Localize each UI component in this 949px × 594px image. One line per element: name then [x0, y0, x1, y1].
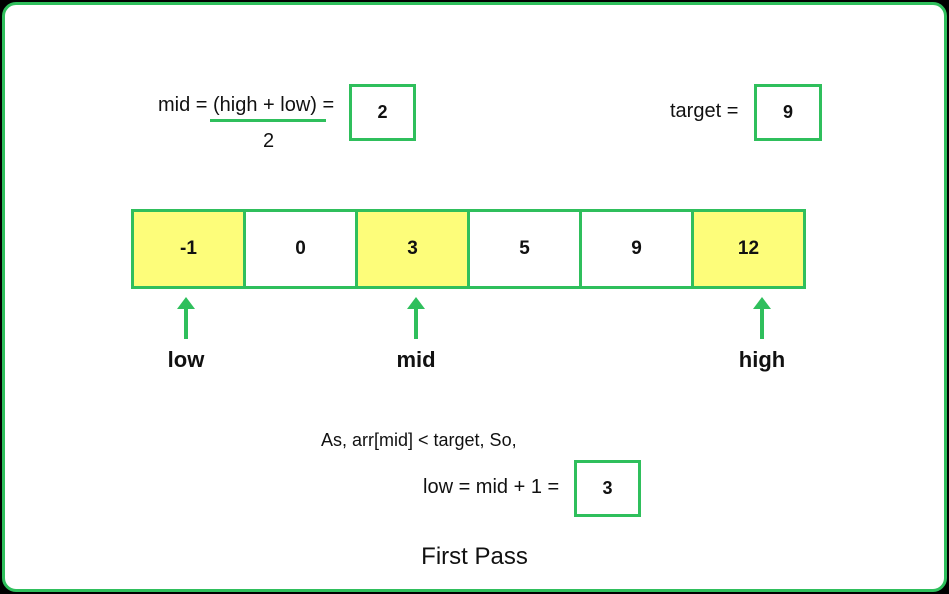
array-cell: 3	[355, 209, 470, 289]
mid-result-value: 2	[377, 102, 388, 122]
condition-text: As, arr[mid] < target, So,	[321, 430, 517, 450]
up-arrow-icon	[407, 297, 425, 339]
mid-formula-denominator: 2	[263, 130, 275, 152]
low-update-value: 3	[602, 478, 613, 498]
target-value: 9	[782, 102, 793, 122]
high-label: high	[738, 347, 786, 372]
low-pointer: low	[146, 297, 226, 373]
array-cell-value: -1	[180, 238, 197, 259]
low-update-text: low = mid + 1 =	[423, 476, 560, 498]
low-label: low	[167, 347, 205, 372]
up-arrow-icon	[177, 297, 195, 339]
array-cell-value: 3	[407, 238, 418, 259]
low-update-box: 3	[574, 460, 641, 517]
mid-pointer: mid	[376, 297, 456, 373]
array-cell: 0	[243, 209, 358, 289]
high-pointer: high	[722, 297, 802, 373]
fraction-line	[210, 119, 326, 122]
array: -1 0 3 5 9 12	[131, 209, 806, 289]
array-cell-value: 12	[737, 238, 760, 259]
mid-label: mid	[396, 347, 436, 372]
array-cell: 5	[467, 209, 582, 289]
array-cell: -1	[131, 209, 246, 289]
array-cell: 12	[691, 209, 806, 289]
target-label: target =	[670, 100, 739, 122]
mid-formula-numerator: mid = (high + low) =	[158, 94, 335, 116]
array-cell: 9	[579, 209, 694, 289]
array-cell-value: 9	[631, 238, 642, 259]
array-cell-value: 5	[519, 238, 530, 259]
pass-caption: First Pass	[421, 543, 528, 570]
up-arrow-icon	[753, 297, 771, 339]
mid-result-box: 2	[349, 84, 416, 141]
target-box: 9	[754, 84, 822, 141]
array-cell-value: 0	[295, 238, 306, 259]
